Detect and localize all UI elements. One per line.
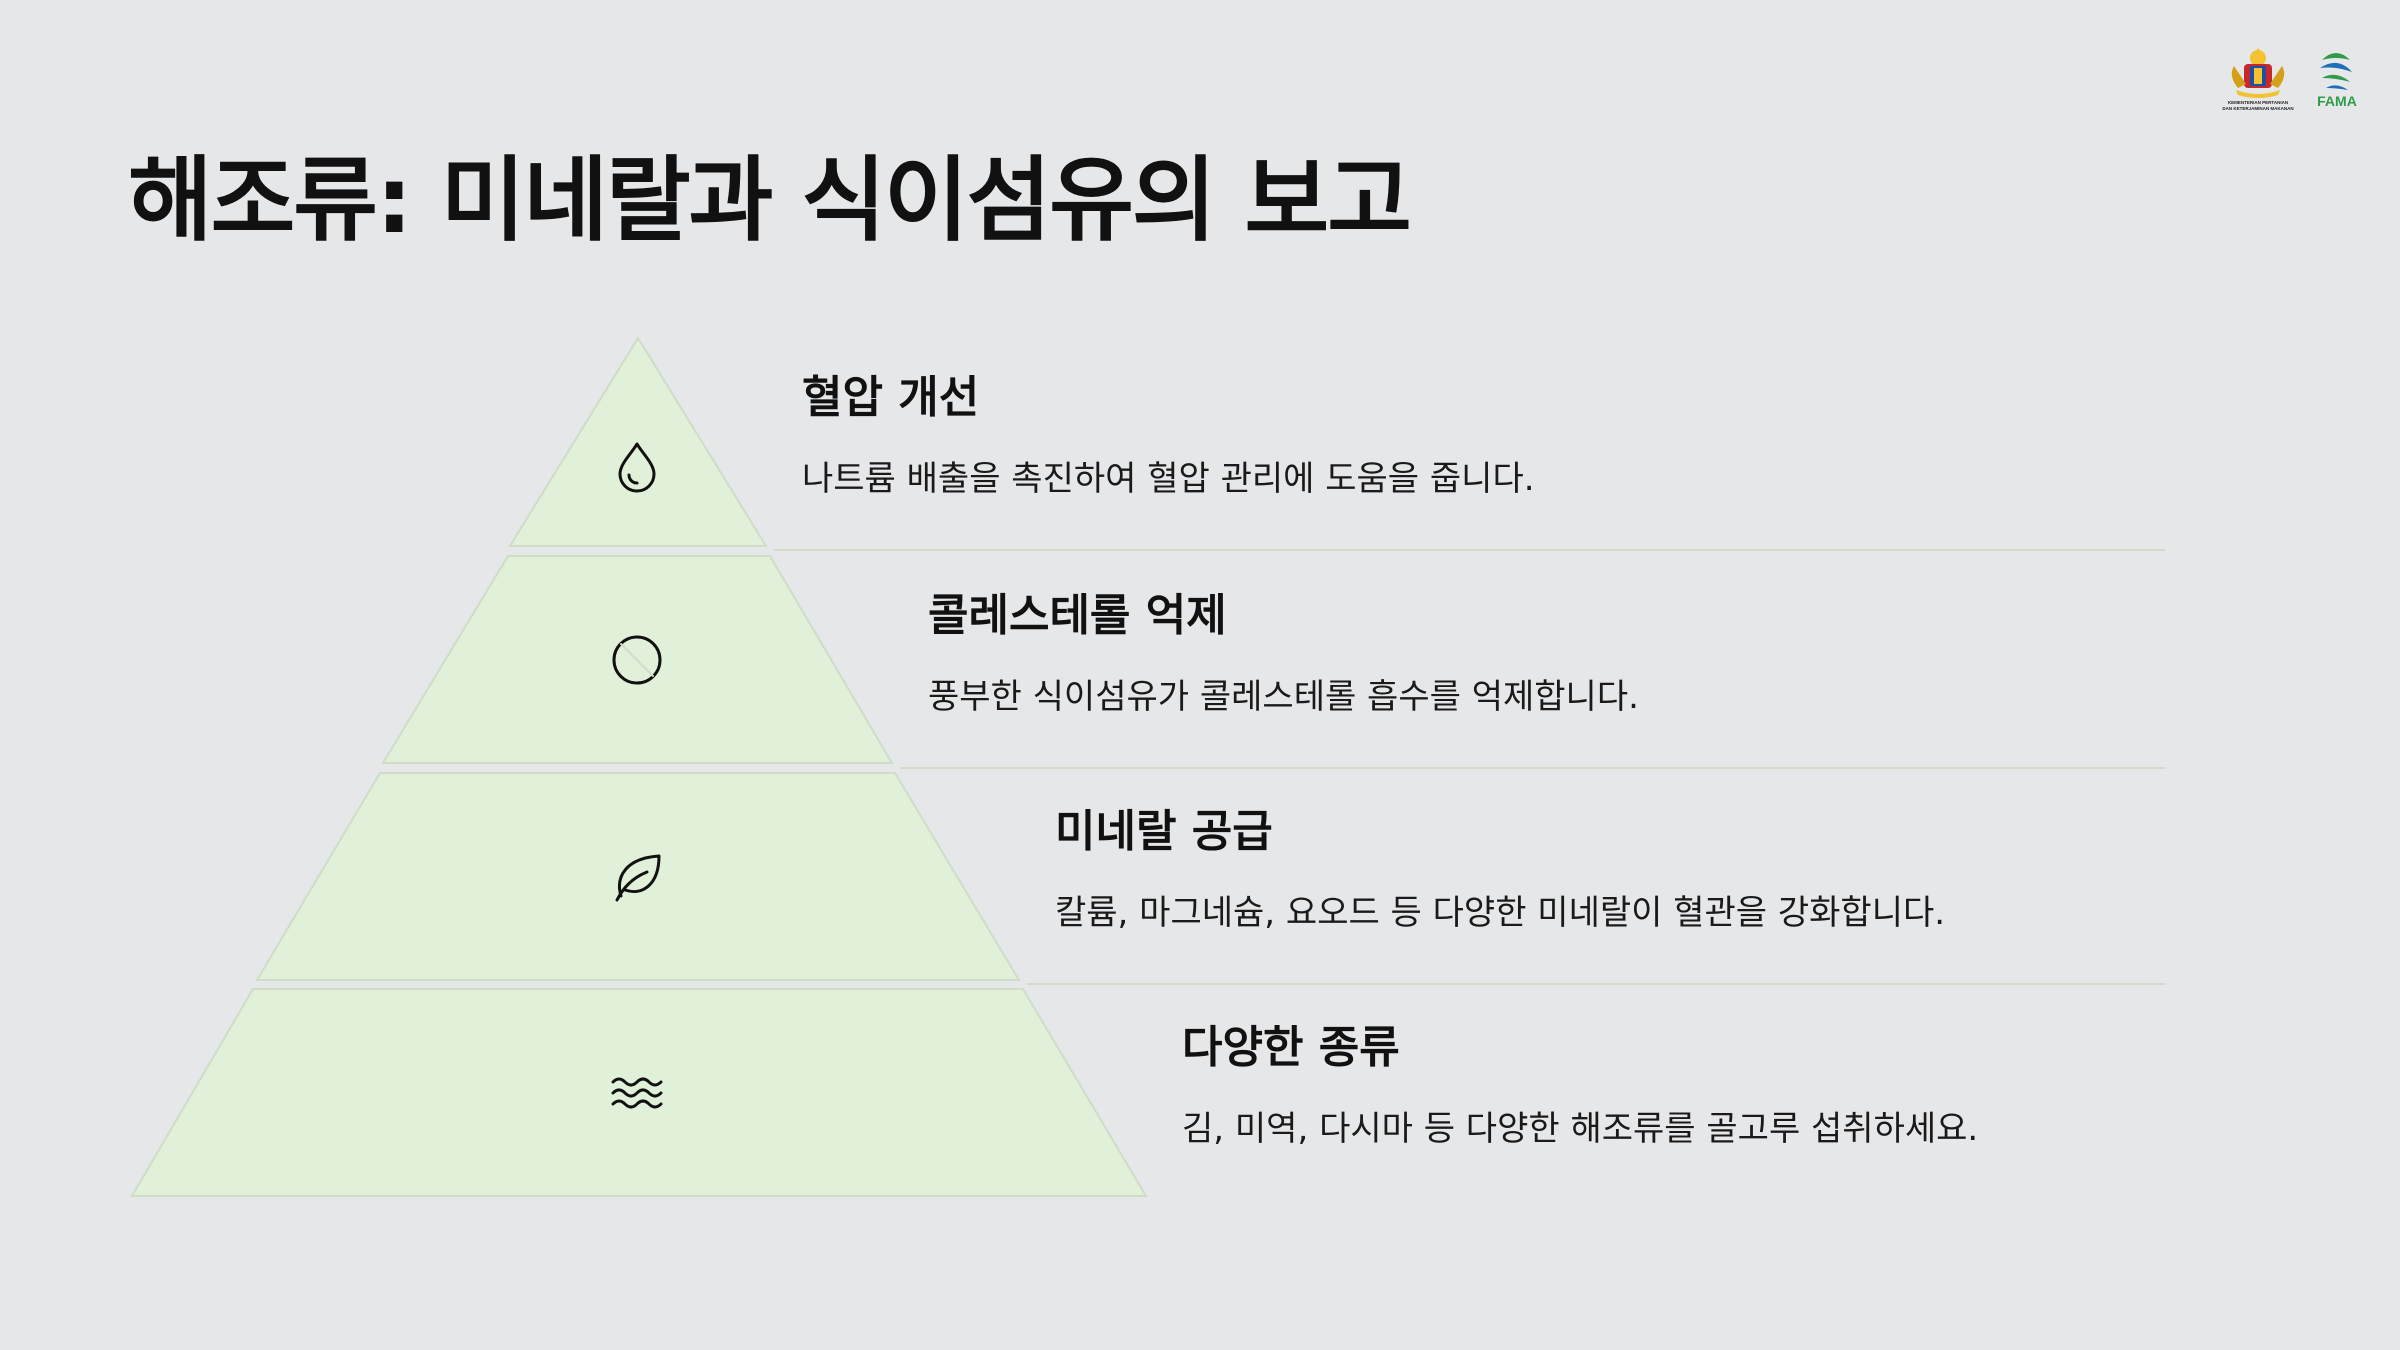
tier-4-description: 김, 미역, 다시마 등 다양한 해조류를 골고루 섭취하세요.	[1182, 1108, 1979, 1149]
tier-2-text: 콜레스테롤 억제 풍부한 식이섬유가 콜레스테롤 흡수를 억제합니다.	[928, 590, 1639, 718]
tier-1-text: 혈압 개선 나트륨 배출을 촉진하여 혈압 관리에 도움을 줍니다.	[802, 372, 1535, 500]
leaf-icon	[615, 854, 661, 902]
water-drop-icon	[618, 442, 656, 493]
tier-3-heading: 미네랄 공급	[1055, 806, 1273, 857]
tier-3-description: 칼륨, 마그네슘, 요오드 등 다양한 미네랄이 혈관을 강화합니다.	[1055, 892, 1946, 933]
malaysia-coat-of-arms-icon: KEMENTERIAN PERTANIAN DAN KETERJAMINAN M…	[2222, 48, 2294, 111]
tier-1-description: 나트륨 배출을 촉진하여 혈압 관리에 도움을 줍니다.	[802, 458, 1535, 499]
prohibited-icon	[612, 635, 662, 685]
tier-1-shape	[508, 336, 768, 547]
fama-label: FAMA	[2317, 93, 2357, 109]
ministry-line2: DAN KETERJAMINAN MAKANAN	[2222, 106, 2293, 111]
tier-4-heading: 다양한 종류	[1182, 1022, 1400, 1073]
tier-4-text: 다양한 종류 김, 미역, 다시마 등 다양한 해조류를 골고루 섭취하세요.	[1182, 1022, 1978, 1150]
fama-logo-icon: FAMA	[2317, 53, 2357, 109]
ministry-line1: KEMENTERIAN PERTANIAN	[2228, 100, 2288, 105]
tier-2-description: 풍부한 식이섬유가 콜레스테롤 흡수를 억제합니다.	[928, 676, 1639, 717]
tier-2-heading: 콜레스테롤 억제	[928, 590, 1227, 641]
logo-group: KEMENTERIAN PERTANIAN DAN KETERJAMINAN M…	[2220, 44, 2357, 114]
slide-title: 해조류: 미네랄과 식이섬유의 보고	[128, 147, 1412, 254]
tier-3-text: 미네랄 공급 칼륨, 마그네슘, 요오드 등 다양한 미네랄이 혈관을 강화합니…	[1055, 806, 1945, 934]
tier-1-heading: 혈압 개선	[802, 372, 980, 423]
waves-icon	[611, 1077, 663, 1109]
